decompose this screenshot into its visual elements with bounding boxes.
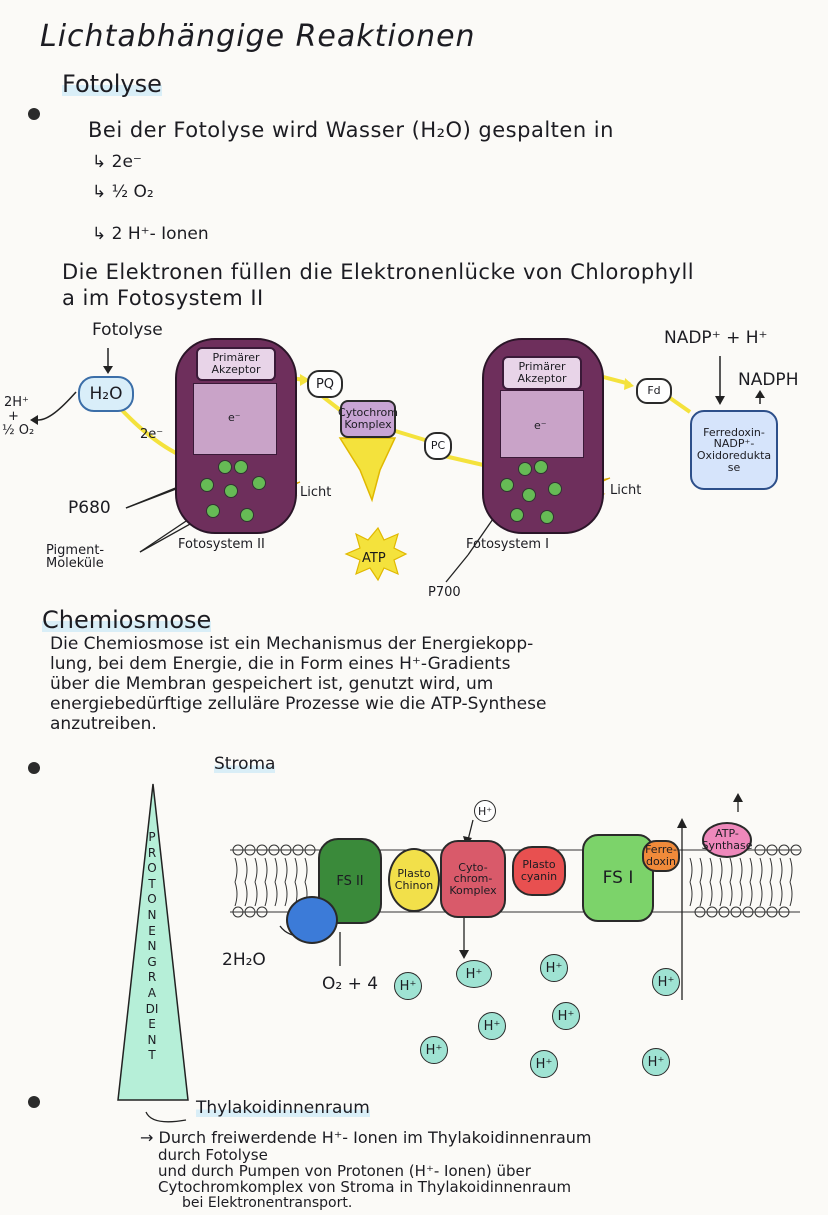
pc-carrier: PC [424,432,452,460]
h-ion: H⁺ [642,1048,670,1076]
pigment-dot [548,482,562,496]
ps1-label: Fotosystem I [466,537,549,552]
atp-label: ATP [362,551,386,566]
thylakoid-label: Thylakoidinnenraum [196,1098,370,1118]
membrane-blue-complex [286,896,338,944]
cytochrome-complex: Cytochrom Komplex [338,400,398,438]
nadph-output: NADPH [738,370,799,390]
pq-carrier: PQ [307,370,343,398]
ps2-electron: e⁻ [228,411,241,424]
product-h-ions: ↳ 2 H⁺- Ionen [92,224,209,244]
oxygen-output: O₂ + 4 [322,974,379,994]
h-ion: H⁺ [420,1036,448,1064]
fotolyse-label: Fotolyse [92,320,163,340]
h-ion: H⁺ [652,968,680,996]
pigment-dot [522,488,536,502]
product-electrons: ↳ 2e⁻ [92,152,142,172]
p680-label: P680 [68,498,111,518]
h-ion: H⁺ [478,1012,506,1040]
ps1-light-label: Licht [610,483,642,498]
left-product-plus: + [8,409,19,424]
chemiosmose-line-1: Die Chemiosmose ist ein Mechanismus der … [50,634,534,654]
ps2-label: Fotosystem II [178,537,265,552]
pigment-dot [234,460,248,474]
reductase-box: Ferredoxin-NADP⁺-Oxidoreduktase [690,410,778,490]
pigment-dot [218,460,232,474]
membrane-plastochinon: Plasto Chinon [388,848,440,912]
page-title: Lichtabhängige Reaktionen [40,19,476,54]
ps1-acceptor: Primärer Akzeptor [502,356,582,390]
summary-line-5: bei Elektronentransport. [182,1195,353,1211]
ps2-inner [193,383,277,455]
pigment-dot [240,508,254,522]
pigment-dot [252,476,266,490]
h-ion: H⁺ [552,1002,580,1030]
summary-line-4: Cytochromkomplex von Stroma in Thylakoid… [158,1178,572,1196]
pigment-dot [224,484,238,498]
ps2-light-label: Licht [300,485,332,500]
membrane-atp-synthase: ATP- Synthase [702,822,753,858]
pigment-dot [500,478,514,492]
hole-punch [28,108,40,120]
h-ion: H⁺ [394,972,422,1000]
left-product-o2: ½ O₂ [2,423,35,438]
left-product-h: 2H⁺ [4,395,29,410]
h-ion: H⁺ [530,1050,558,1078]
membrane-fs2: FS II [318,838,382,924]
h-ion: H⁺ [456,960,492,988]
membrane-cytochrome: Cyto- chrom- Komplex [440,840,506,918]
section-heading-fotolyse: Fotolyse [62,70,162,98]
h-ion: H⁺ [540,954,568,982]
nadp-input: NADP⁺ + H⁺ [664,328,768,348]
proton-gradient-text: PROTONENGRADIENT [145,830,159,1063]
section-heading-chemiosmose: Chemiosmose [42,606,212,634]
water-input: 2H₂O [222,950,266,970]
summary-line-3: und durch Pumpen von Protonen (H⁺- Ionen… [158,1162,531,1180]
h-ion: H⁺ [474,800,496,822]
ps2-acceptor: Primärer Akzeptor [196,347,276,381]
electron-label: 2e⁻ [140,427,164,442]
water-molecule: H₂O [78,376,134,412]
stroma-label: Stroma [214,754,276,774]
pigment-dot [540,510,554,524]
pigment-dot [518,462,532,476]
membrane-ferredoxin: Ferre- doxin [642,840,680,872]
pigment-dot [510,508,524,522]
summary-line-1: → Durch freiwerdende H⁺- Ionen im Thylak… [140,1128,592,1147]
membrane-plastocyanin: Plasto cyanin [512,846,566,896]
fotolyse-intro: Bei der Fotolyse wird Wasser (H₂O) gespa… [88,118,614,142]
ferredoxin-carrier: Fd [636,378,672,404]
p700-label: P700 [428,585,461,600]
hole-punch [28,762,40,774]
hole-punch [28,1096,40,1108]
pigment-dot [206,504,220,518]
electron-sentence-2: a im Fotosystem II [62,286,264,310]
chemiosmose-line-5: anzutreiben. [50,714,157,734]
chemiosmose-line-2: lung, bei dem Energie, die in Form eines… [50,654,511,674]
summary-line-2: durch Fotolyse [158,1146,268,1164]
pigment-dot [200,478,214,492]
product-oxygen: ↳ ½ O₂ [92,182,154,202]
ps1-inner [500,390,584,458]
pigment-dot [534,460,548,474]
pigment-label: Pigment-Moleküle [46,543,105,571]
chemiosmose-line-4: energiebedürftige zelluläre Prozesse wie… [50,694,547,714]
ps1-electron: e⁻ [534,419,547,432]
chemiosmose-line-3: über die Membran gespeichert ist, genutz… [50,674,494,694]
electron-sentence-1: Die Elektronen füllen die Elektronenlück… [62,260,695,284]
